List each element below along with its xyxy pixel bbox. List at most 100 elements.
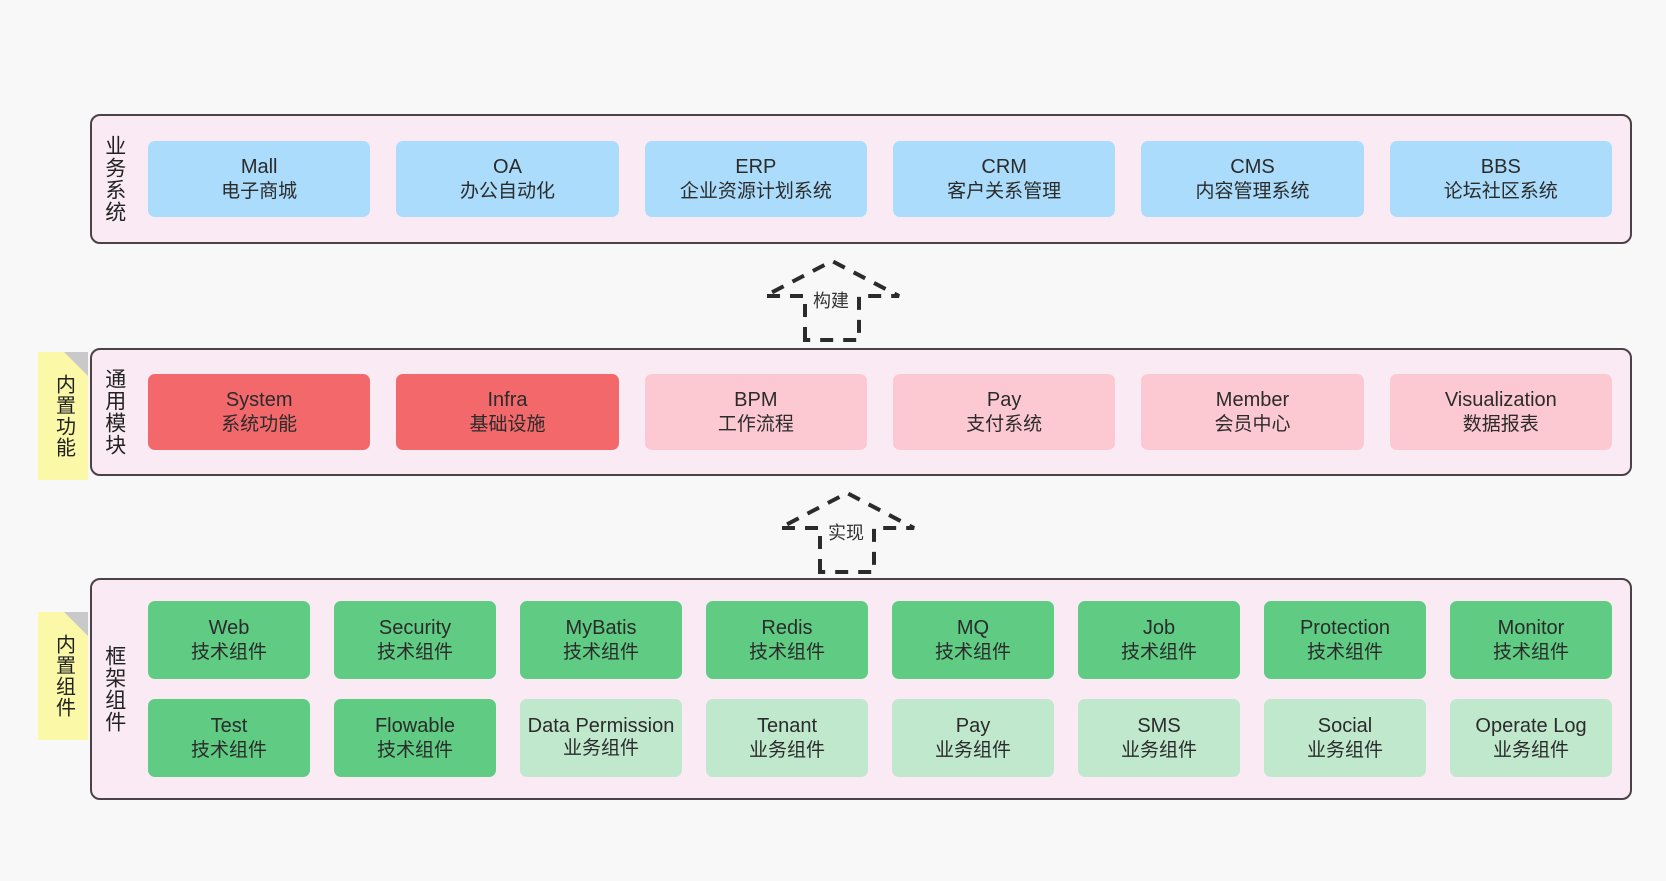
card-name: Web xyxy=(208,617,250,640)
card-desc: 技术组件 xyxy=(376,641,453,663)
card-name: Infra xyxy=(487,389,528,412)
dashed-hollow-arrow-up-icon xyxy=(764,258,900,342)
relation-arrow-build: 构建 xyxy=(757,258,907,342)
card-desc: 业务组件 xyxy=(748,739,825,761)
card-row: Test 技术组件 Flowable 技术组件 Data Permission … xyxy=(148,699,1612,777)
card-name: SMS xyxy=(1137,715,1181,738)
card-desc: 工作流程 xyxy=(717,413,794,435)
layer-cards-framework-component: Web 技术组件 Security 技术组件 MyBatis 技术组件 Redi… xyxy=(136,580,1630,798)
component-card-monitor[interactable]: Monitor 技术组件 xyxy=(1450,601,1612,679)
component-card-tenant[interactable]: Tenant 业务组件 xyxy=(706,699,868,777)
module-card-bbs[interactable]: BBS 论坛社区系统 xyxy=(1389,141,1612,217)
component-card-operate-log[interactable]: Operate Log 业务组件 xyxy=(1450,699,1612,777)
card-desc: 客户关系管理 xyxy=(947,180,1062,202)
component-card-mybatis[interactable]: MyBatis 技术组件 xyxy=(520,601,682,679)
arrow-label-implement: 实现 xyxy=(828,523,864,543)
card-desc: 技术组件 xyxy=(1492,641,1569,663)
component-card-redis[interactable]: Redis 技术组件 xyxy=(706,601,868,679)
layer-panel-business: 业务系统 Mall 电子商城 OA 办公自动化 ERP 企业资源计划系统 CRM… xyxy=(90,114,1632,244)
card-desc: 电子商城 xyxy=(221,180,298,202)
module-card-crm[interactable]: CRM 客户关系管理 xyxy=(892,141,1116,217)
component-card-web[interactable]: Web 技术组件 xyxy=(148,601,310,679)
card-desc: 业务组件 xyxy=(562,738,639,760)
card-name: CMS xyxy=(1230,156,1275,179)
sticky-note-label: 内置组件 xyxy=(52,634,75,718)
layer-cards-common-module: System 系统功能 Infra 基础设施 BPM 工作流程 Pay 支付系统… xyxy=(136,350,1630,474)
card-name: Social xyxy=(1317,715,1373,738)
component-card-flowable[interactable]: Flowable 技术组件 xyxy=(334,699,496,777)
layer-title-business: 业务系统 xyxy=(102,135,126,223)
layer-panel-framework-component: 框架组件 Web 技术组件 Security 技术组件 MyBatis 技术组件… xyxy=(90,578,1632,800)
sticky-note-builtin-component: 内置组件 xyxy=(38,612,88,740)
card-name: CRM xyxy=(981,156,1027,179)
card-name: OA xyxy=(493,156,522,179)
card-desc: 技术组件 xyxy=(1306,641,1383,663)
module-card-cms[interactable]: CMS 内容管理系统 xyxy=(1141,141,1364,217)
card-desc: 论坛社区系统 xyxy=(1443,180,1558,202)
component-card-social[interactable]: Social 业务组件 xyxy=(1264,699,1426,777)
card-name: Test xyxy=(210,715,248,738)
card-row: Mall 电子商城 OA 办公自动化 ERP 企业资源计划系统 CRM 客户关系… xyxy=(148,141,1612,217)
card-name: Flowable xyxy=(374,715,456,738)
module-card-system[interactable]: System 系统功能 xyxy=(148,374,371,450)
layer-title-framework-component: 框架组件 xyxy=(102,645,126,733)
card-desc: 业务组件 xyxy=(1492,739,1569,761)
arrow-label-build: 构建 xyxy=(813,291,849,311)
card-name: ERP xyxy=(735,156,777,179)
card-name: MyBatis xyxy=(565,617,637,640)
card-desc: 企业资源计划系统 xyxy=(679,180,832,202)
card-desc: 系统功能 xyxy=(221,413,298,435)
card-name: Tenant xyxy=(756,715,818,738)
card-desc: 业务组件 xyxy=(1120,739,1197,761)
card-desc: 会员中心 xyxy=(1214,413,1291,435)
card-name: Pay xyxy=(955,715,991,738)
layer-cards-business: Mall 电子商城 OA 办公自动化 ERP 企业资源计划系统 CRM 客户关系… xyxy=(136,116,1630,242)
module-card-infra[interactable]: Infra 基础设施 xyxy=(396,374,619,450)
card-desc: 技术组件 xyxy=(190,641,267,663)
module-card-pay[interactable]: Pay 支付系统 xyxy=(892,374,1116,450)
layer-panel-common-module: 通用模块 System 系统功能 Infra 基础设施 BPM 工作流程 Pay… xyxy=(90,348,1632,476)
sticky-note-label: 内置功能 xyxy=(52,374,75,458)
card-desc: 支付系统 xyxy=(966,413,1043,435)
component-card-mq[interactable]: MQ 技术组件 xyxy=(892,601,1054,679)
relation-arrow-implement: 实现 xyxy=(772,490,922,574)
card-name: Protection xyxy=(1299,617,1391,640)
card-desc: 技术组件 xyxy=(190,739,267,761)
component-card-protection[interactable]: Protection 技术组件 xyxy=(1264,601,1426,679)
module-card-member[interactable]: Member 会员中心 xyxy=(1141,374,1364,450)
card-name: Job xyxy=(1142,617,1176,640)
card-name: Monitor xyxy=(1497,617,1565,640)
card-desc: 数据报表 xyxy=(1462,413,1539,435)
module-card-oa[interactable]: OA 办公自动化 xyxy=(396,141,619,217)
card-name: Security xyxy=(378,617,452,640)
folded-corner-icon xyxy=(64,612,88,636)
component-card-job[interactable]: Job 技术组件 xyxy=(1078,601,1240,679)
card-desc: 技术组件 xyxy=(376,739,453,761)
component-card-security[interactable]: Security 技术组件 xyxy=(334,601,496,679)
card-name: Operate Log xyxy=(1475,715,1587,738)
card-name: MQ xyxy=(956,617,990,640)
component-card-pay[interactable]: Pay 业务组件 xyxy=(892,699,1054,777)
component-card-sms[interactable]: SMS 业务组件 xyxy=(1078,699,1240,777)
sticky-note-builtin-function: 内置功能 xyxy=(38,352,88,480)
component-card-data-permission[interactable]: Data Permission 业务组件 xyxy=(520,699,682,777)
card-desc: 内容管理系统 xyxy=(1195,180,1310,202)
module-card-visualization[interactable]: Visualization 数据报表 xyxy=(1389,374,1612,450)
module-card-erp[interactable]: ERP 企业资源计划系统 xyxy=(644,141,867,217)
card-name: Data Permission xyxy=(527,715,675,738)
module-card-bpm[interactable]: BPM 工作流程 xyxy=(644,374,867,450)
component-card-test[interactable]: Test 技术组件 xyxy=(148,699,310,777)
card-desc: 基础设施 xyxy=(469,413,546,435)
module-card-mall[interactable]: Mall 电子商城 xyxy=(148,141,371,217)
card-row: System 系统功能 Infra 基础设施 BPM 工作流程 Pay 支付系统… xyxy=(148,374,1612,450)
card-name: BBS xyxy=(1480,156,1521,179)
card-name: Member xyxy=(1215,389,1290,412)
layer-title-common-module: 通用模块 xyxy=(102,368,126,456)
card-desc: 技术组件 xyxy=(562,641,639,663)
card-desc: 技术组件 xyxy=(748,641,825,663)
card-desc: 技术组件 xyxy=(934,641,1011,663)
dashed-hollow-arrow-up-icon xyxy=(779,490,915,574)
card-name: System xyxy=(225,389,293,412)
card-name: Mall xyxy=(240,156,278,179)
card-name: Visualization xyxy=(1444,389,1557,412)
